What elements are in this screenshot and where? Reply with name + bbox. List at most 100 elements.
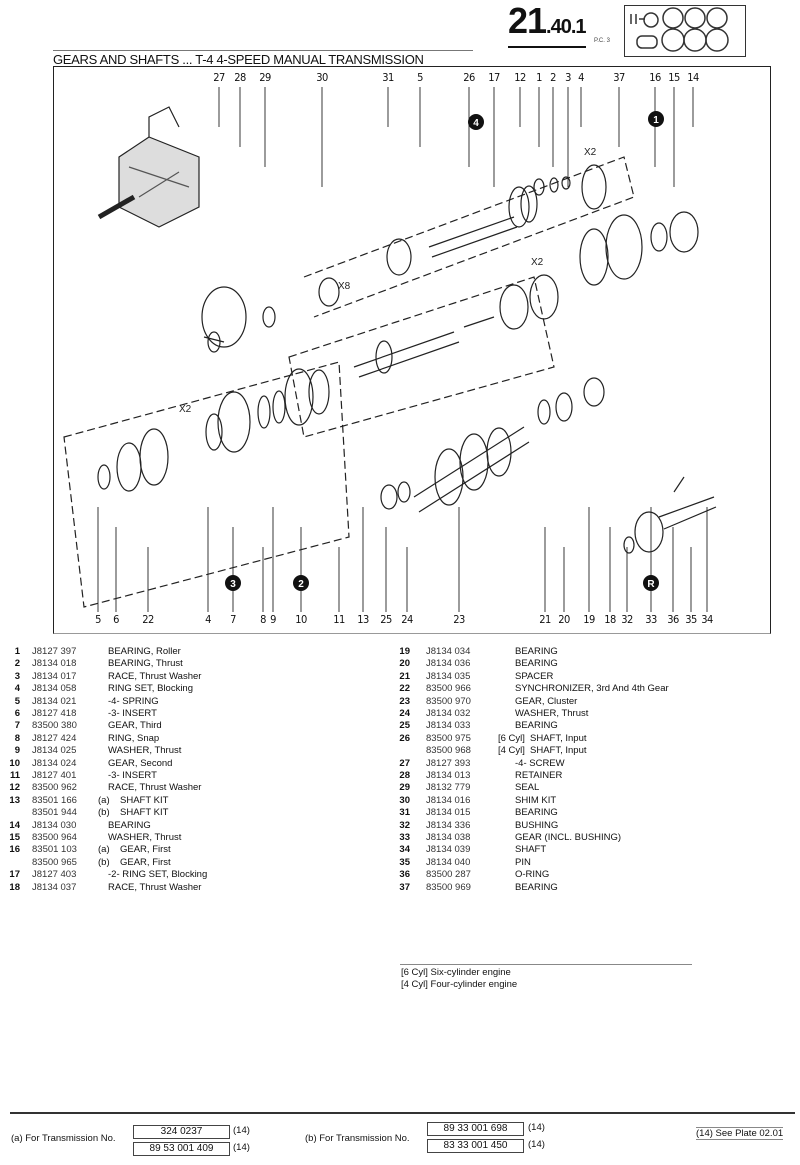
parts-q: [4 Cyl] xyxy=(498,745,525,757)
parts-part: 83500 287 xyxy=(426,869,471,881)
gear-badge-2: 2 xyxy=(293,575,309,591)
parts-desc: GEAR, Second xyxy=(108,757,173,769)
gears-logo-icon xyxy=(624,5,746,57)
callout-bottom-25: 25 xyxy=(380,613,392,626)
parts-part: J8134 016 xyxy=(426,794,471,806)
parts-num: 22 xyxy=(399,683,410,695)
parts-part: J8132 779 xyxy=(426,782,471,794)
parts-desc: GEAR (INCL. BUSHING) xyxy=(515,832,622,843)
parts-q: [6 Cyl] xyxy=(498,732,525,744)
callout-top-12: 12 xyxy=(514,71,526,84)
parts-desc: GEAR, First xyxy=(120,844,171,856)
parts-num: 6 xyxy=(14,708,20,719)
parts-desc: BEARING xyxy=(515,658,558,670)
parts-desc: GEAR, Third xyxy=(108,720,162,732)
parts-num: 12 xyxy=(9,782,20,794)
parts-part: J8134 013 xyxy=(426,770,471,781)
parts-num: 27 xyxy=(399,757,410,769)
parts-num: 5 xyxy=(14,695,20,707)
multiplier-label: X2 xyxy=(584,147,597,158)
parts-part: J8127 393 xyxy=(426,757,471,769)
callout-top-15: 15 xyxy=(668,71,680,84)
callout-bottom-23: 23 xyxy=(453,613,465,626)
callout-top-16: 16 xyxy=(649,71,661,84)
callout-top-5: 5 xyxy=(417,71,423,84)
callout-top-14: 14 xyxy=(687,71,699,84)
callout-bottom-5: 5 xyxy=(95,613,101,626)
parts-desc: -2- RING SET, Blocking xyxy=(108,869,208,881)
parts-desc: -4- SPRING xyxy=(108,695,159,707)
parts-desc: O-RING xyxy=(515,869,550,881)
callout-bottom-9: 9 xyxy=(270,613,276,626)
page-number-main: 21 xyxy=(508,0,547,41)
parts-part: J8134 032 xyxy=(426,708,471,719)
parts-desc: SHAFT, Input xyxy=(530,745,587,757)
page-number-suffix: 1 xyxy=(575,16,586,38)
callout-top-30: 30 xyxy=(316,71,328,84)
parts-num: 2 xyxy=(14,658,20,670)
callout-bottom-6: 6 xyxy=(113,613,119,626)
parts-desc: BEARING xyxy=(515,881,558,893)
callout-bottom-20: 20 xyxy=(558,613,570,626)
callout-bottom-36: 36 xyxy=(667,613,679,626)
parts-desc: RACE, Thrust Washer xyxy=(108,881,202,893)
parts-part: J8134 021 xyxy=(32,695,77,707)
legend-four-cyl: [4 Cyl] Four-cylinder engine xyxy=(401,979,518,990)
parts-desc: BEARING, Thrust xyxy=(108,658,183,670)
parts-desc: SHAFT, Input xyxy=(530,732,587,744)
callout-bottom-33: 33 xyxy=(645,613,657,626)
parts-desc: BEARING xyxy=(515,646,558,657)
parts-num: 21 xyxy=(399,670,410,682)
parts-part: J8134 033 xyxy=(426,720,471,732)
parts-part: J8134 034 xyxy=(426,646,471,657)
callout-top-27: 27 xyxy=(213,71,225,84)
footer-a-value-2: 89 53 001 409 xyxy=(133,1142,230,1156)
multiplier-label: X2 xyxy=(179,404,192,415)
parts-part: J8134 036 xyxy=(426,658,471,670)
parts-num: 14 xyxy=(9,819,20,831)
parts-num: 30 xyxy=(399,794,410,806)
parts-part: J8134 037 xyxy=(32,881,77,893)
parts-num: 16 xyxy=(9,844,20,856)
legend-six-cyl: [6 Cyl] Six-cylinder engine xyxy=(401,967,511,978)
parts-num: 17 xyxy=(9,869,20,881)
parts-desc: BEARING xyxy=(515,720,558,732)
parts-part: 83500 966 xyxy=(426,683,471,695)
badge-label: 2 xyxy=(298,579,304,590)
callout-bottom-19: 19 xyxy=(583,613,595,626)
parts-q: (a) xyxy=(98,844,110,856)
gear-badge-R: R xyxy=(643,575,659,591)
parts-desc: RETAINER xyxy=(515,770,563,781)
parts-desc: BEARING xyxy=(108,819,151,831)
parts-num: 24 xyxy=(399,708,410,719)
parts-part: 83500 975 xyxy=(426,732,471,744)
footer-a-value-1: 324 0237 xyxy=(133,1125,230,1139)
parts-part: 83501 166 xyxy=(32,794,77,806)
parts-desc: BEARING xyxy=(515,807,558,819)
page-number-sub: .40. xyxy=(546,16,576,38)
parts-q: (b) xyxy=(98,856,110,868)
footer-b-ref-1: (14) xyxy=(528,1122,545,1133)
callout-top-4: 4 xyxy=(578,71,584,84)
parts-num: 11 xyxy=(9,770,20,781)
callout-bottom-21: 21 xyxy=(539,613,551,626)
parts-desc: SHAFT KIT xyxy=(120,794,169,806)
parts-part: J8134 058 xyxy=(32,683,77,695)
callout-top-28: 28 xyxy=(234,71,246,84)
callout-bottom-13: 13 xyxy=(357,613,369,626)
parts-num: 7 xyxy=(14,720,20,732)
gear-badge-1: 1 xyxy=(648,111,664,127)
parts-q: (b) xyxy=(98,807,110,819)
parts-desc: GEAR, Cluster xyxy=(515,695,578,707)
parts-desc: SHAFT xyxy=(515,844,547,856)
callout-top-3: 3 xyxy=(565,71,571,84)
parts-desc: BUSHING xyxy=(515,819,559,831)
parts-part: 83501 103 xyxy=(32,844,77,856)
badge-label: 3 xyxy=(230,579,236,590)
parts-part: J8134 015 xyxy=(426,807,471,819)
parts-part: J8134 030 xyxy=(32,819,77,831)
parts-num: 31 xyxy=(399,807,410,819)
parts-part: 83500 964 xyxy=(32,832,77,843)
parts-part: J8127 418 xyxy=(32,708,77,719)
